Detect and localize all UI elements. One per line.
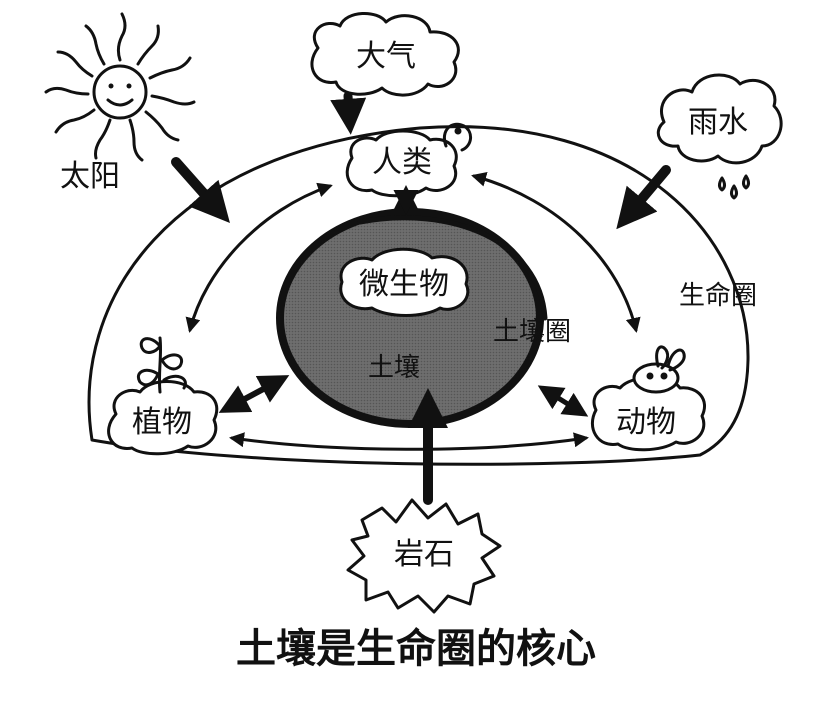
label-biosphere: 生命圈: [679, 281, 757, 311]
label-sun: 太阳: [60, 159, 120, 194]
label-animals: 动物: [616, 405, 676, 440]
atmosphere-cloud: [310, 12, 460, 97]
label-rock: 岩石: [394, 537, 454, 572]
label-microbes: 微生物: [359, 267, 449, 302]
label-atmosphere: 大气: [356, 39, 416, 74]
rabbit-icon: [632, 345, 686, 394]
sun-icon: [44, 12, 196, 162]
arrows: [171, 91, 671, 505]
label-rain: 雨水: [688, 105, 748, 140]
plants-cloud: [107, 380, 219, 456]
snake-icon: [443, 122, 472, 152]
animals-cloud: [590, 376, 706, 452]
label-soil: 土壤: [368, 353, 420, 383]
label-humans: 人类: [372, 145, 432, 180]
microbes-cloud: [339, 247, 470, 317]
caption: 土壤是生命圈的核心: [236, 626, 596, 672]
rain-cloud: [656, 73, 783, 165]
rock-cloud: [346, 498, 502, 614]
humans-cloud: [345, 129, 458, 198]
raindrops-icon: [718, 174, 750, 200]
label-soil-sphere: 土壤圈: [493, 317, 571, 347]
label-plants: 植物: [132, 405, 192, 440]
sprout-icon: [137, 336, 187, 394]
